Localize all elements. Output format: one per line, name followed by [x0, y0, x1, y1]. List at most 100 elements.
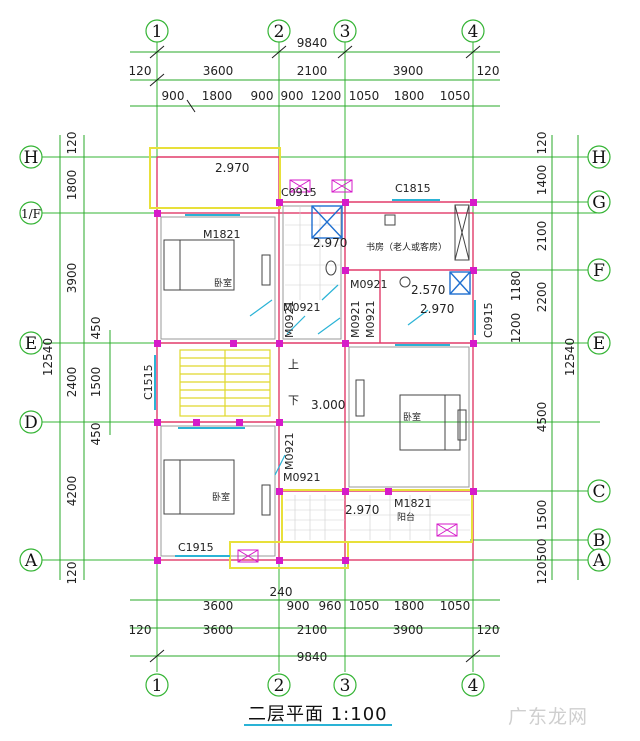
dim-top-main: 3900	[393, 64, 424, 78]
dim-left: 1500	[89, 367, 103, 398]
stair-treads	[179, 349, 271, 417]
dim-bottom-detail: 960	[319, 599, 342, 613]
label-bedroom-bottom: 卧室	[212, 491, 230, 503]
title-underline	[244, 724, 392, 726]
dim-top-detail: 900	[162, 89, 185, 103]
dim-bottom-detail: 1050	[349, 599, 380, 613]
dim-left: 4200	[65, 476, 79, 507]
dimension-lines	[59, 45, 579, 663]
grid-row-a-left: A	[24, 551, 38, 571]
dim-right-total: 12540	[563, 338, 577, 376]
dim-top-main: 3600	[203, 64, 234, 78]
dim-right: 2100	[535, 221, 549, 252]
dim-bottom-extra: 240	[270, 585, 293, 599]
walls	[156, 156, 474, 561]
dim-left: 2400	[65, 367, 79, 398]
bottom-dimensions: 240 3600 900 960 1050 1800 1050 120 3600…	[129, 585, 500, 664]
dim-right: 120	[535, 562, 549, 585]
top-dimensions: 9840 120 3600 2100 3900 120 900 1800 900…	[129, 36, 500, 103]
elev-landing: 3.000	[311, 398, 345, 412]
windows	[154, 199, 476, 557]
label-balcony: 阳台	[397, 511, 415, 523]
grid-row-h-right: H	[592, 148, 607, 168]
dim-left: 450	[89, 423, 103, 446]
tile-grid	[285, 206, 470, 540]
label-down: 下	[288, 394, 299, 407]
dim-bottom-main: 3600	[203, 623, 234, 637]
dim-right: 4500	[535, 402, 549, 433]
watermark-text: 广东龙网	[508, 706, 589, 728]
dim-top-main: 120	[129, 64, 152, 78]
grid-col-2-top: 2	[274, 22, 285, 42]
dim-right: 1200	[509, 313, 523, 344]
left-dimensions: 120 1800 3900 450 2400 1500 450 4200 120…	[41, 132, 103, 585]
grid-col-3-top: 3	[340, 22, 351, 42]
dim-top-main: 120	[477, 64, 500, 78]
plan-title: 二层平面 1:100	[248, 704, 388, 725]
grid-row-e-left: E	[25, 334, 37, 354]
dim-left: 120	[65, 562, 79, 585]
dim-top-detail: 1800	[202, 89, 233, 103]
dim-top-total: 9840	[297, 36, 328, 50]
label-c0915: C0915	[281, 186, 317, 199]
furniture	[163, 204, 470, 516]
label-m0921-b: M0921	[283, 301, 321, 314]
dim-left: 120	[65, 132, 79, 155]
grid-row-1f-left: 1/F	[21, 207, 41, 221]
label-m0921-a: M0921	[350, 278, 388, 291]
dim-bottom-main: 2100	[297, 623, 328, 637]
dim-bottom-detail: 1800	[394, 599, 425, 613]
label-m1821-bottom: M1821	[394, 497, 432, 510]
dim-bottom-detail: 1050	[440, 599, 471, 613]
dim-right: 1180	[509, 271, 523, 302]
label-m0921-g: M0921	[283, 471, 321, 484]
grid-col-1-bottom: 1	[152, 676, 163, 696]
dim-bottom-total: 9840	[297, 650, 328, 664]
label-up: 上	[288, 358, 299, 371]
columns	[154, 199, 477, 564]
dim-top-detail: 1200	[311, 89, 342, 103]
grid-row-e-right: E	[593, 334, 605, 354]
grid-labels: 1 2 3 4 1 2 3 4 H 1/F E D A H G F E C B …	[21, 22, 606, 696]
dim-bottom-main: 120	[477, 623, 500, 637]
dim-left: 3900	[65, 263, 79, 294]
right-dimensions: 120 1400 2100 1180 2200 1200 4500 1500 5…	[509, 132, 577, 585]
grid-row-h-left: H	[24, 148, 39, 168]
label-bedroom-top: 卧室	[214, 277, 232, 289]
vents	[237, 179, 458, 563]
label-c0915-right: C0915	[482, 302, 495, 338]
dim-top-detail: 900	[281, 89, 304, 103]
axis-lines	[40, 40, 600, 672]
elev-stair-room2: 2.970	[420, 302, 454, 316]
balcony-outlines	[149, 147, 473, 569]
grid-col-4-bottom: 4	[468, 676, 479, 696]
label-m0921-f: M0921	[283, 433, 296, 471]
label-c1815: C1815	[395, 182, 431, 195]
dim-left: 450	[89, 317, 103, 340]
label-study: 书房（老人或客房）	[366, 241, 447, 253]
dim-top-main: 2100	[297, 64, 328, 78]
elev-stair-room: 2.570	[411, 283, 445, 297]
dim-right: 500	[535, 539, 549, 562]
grid-col-4-top: 4	[468, 22, 479, 42]
dim-left-total: 12540	[41, 338, 55, 376]
grid-row-f-right: F	[593, 261, 605, 281]
dim-top-detail: 1050	[440, 89, 471, 103]
dim-bottom-detail: 3600	[203, 599, 234, 613]
grid-row-a-right: A	[592, 551, 606, 571]
grid-row-c-right: C	[592, 482, 605, 502]
label-bedroom-right: 卧室	[403, 411, 421, 423]
shafts	[311, 205, 471, 295]
label-c1515: C1515	[142, 364, 155, 400]
dim-top-detail: 900	[251, 89, 274, 103]
dim-bottom-detail: 900	[287, 599, 310, 613]
elev-bottom: 2.970	[345, 503, 379, 517]
dim-right: 1400	[535, 165, 549, 196]
dim-right: 120	[535, 132, 549, 155]
label-m1821-top: M1821	[203, 228, 241, 241]
dim-top-detail: 1800	[394, 89, 425, 103]
grid-col-3-bottom: 3	[340, 676, 351, 696]
dim-bottom-main: 120	[129, 623, 152, 637]
